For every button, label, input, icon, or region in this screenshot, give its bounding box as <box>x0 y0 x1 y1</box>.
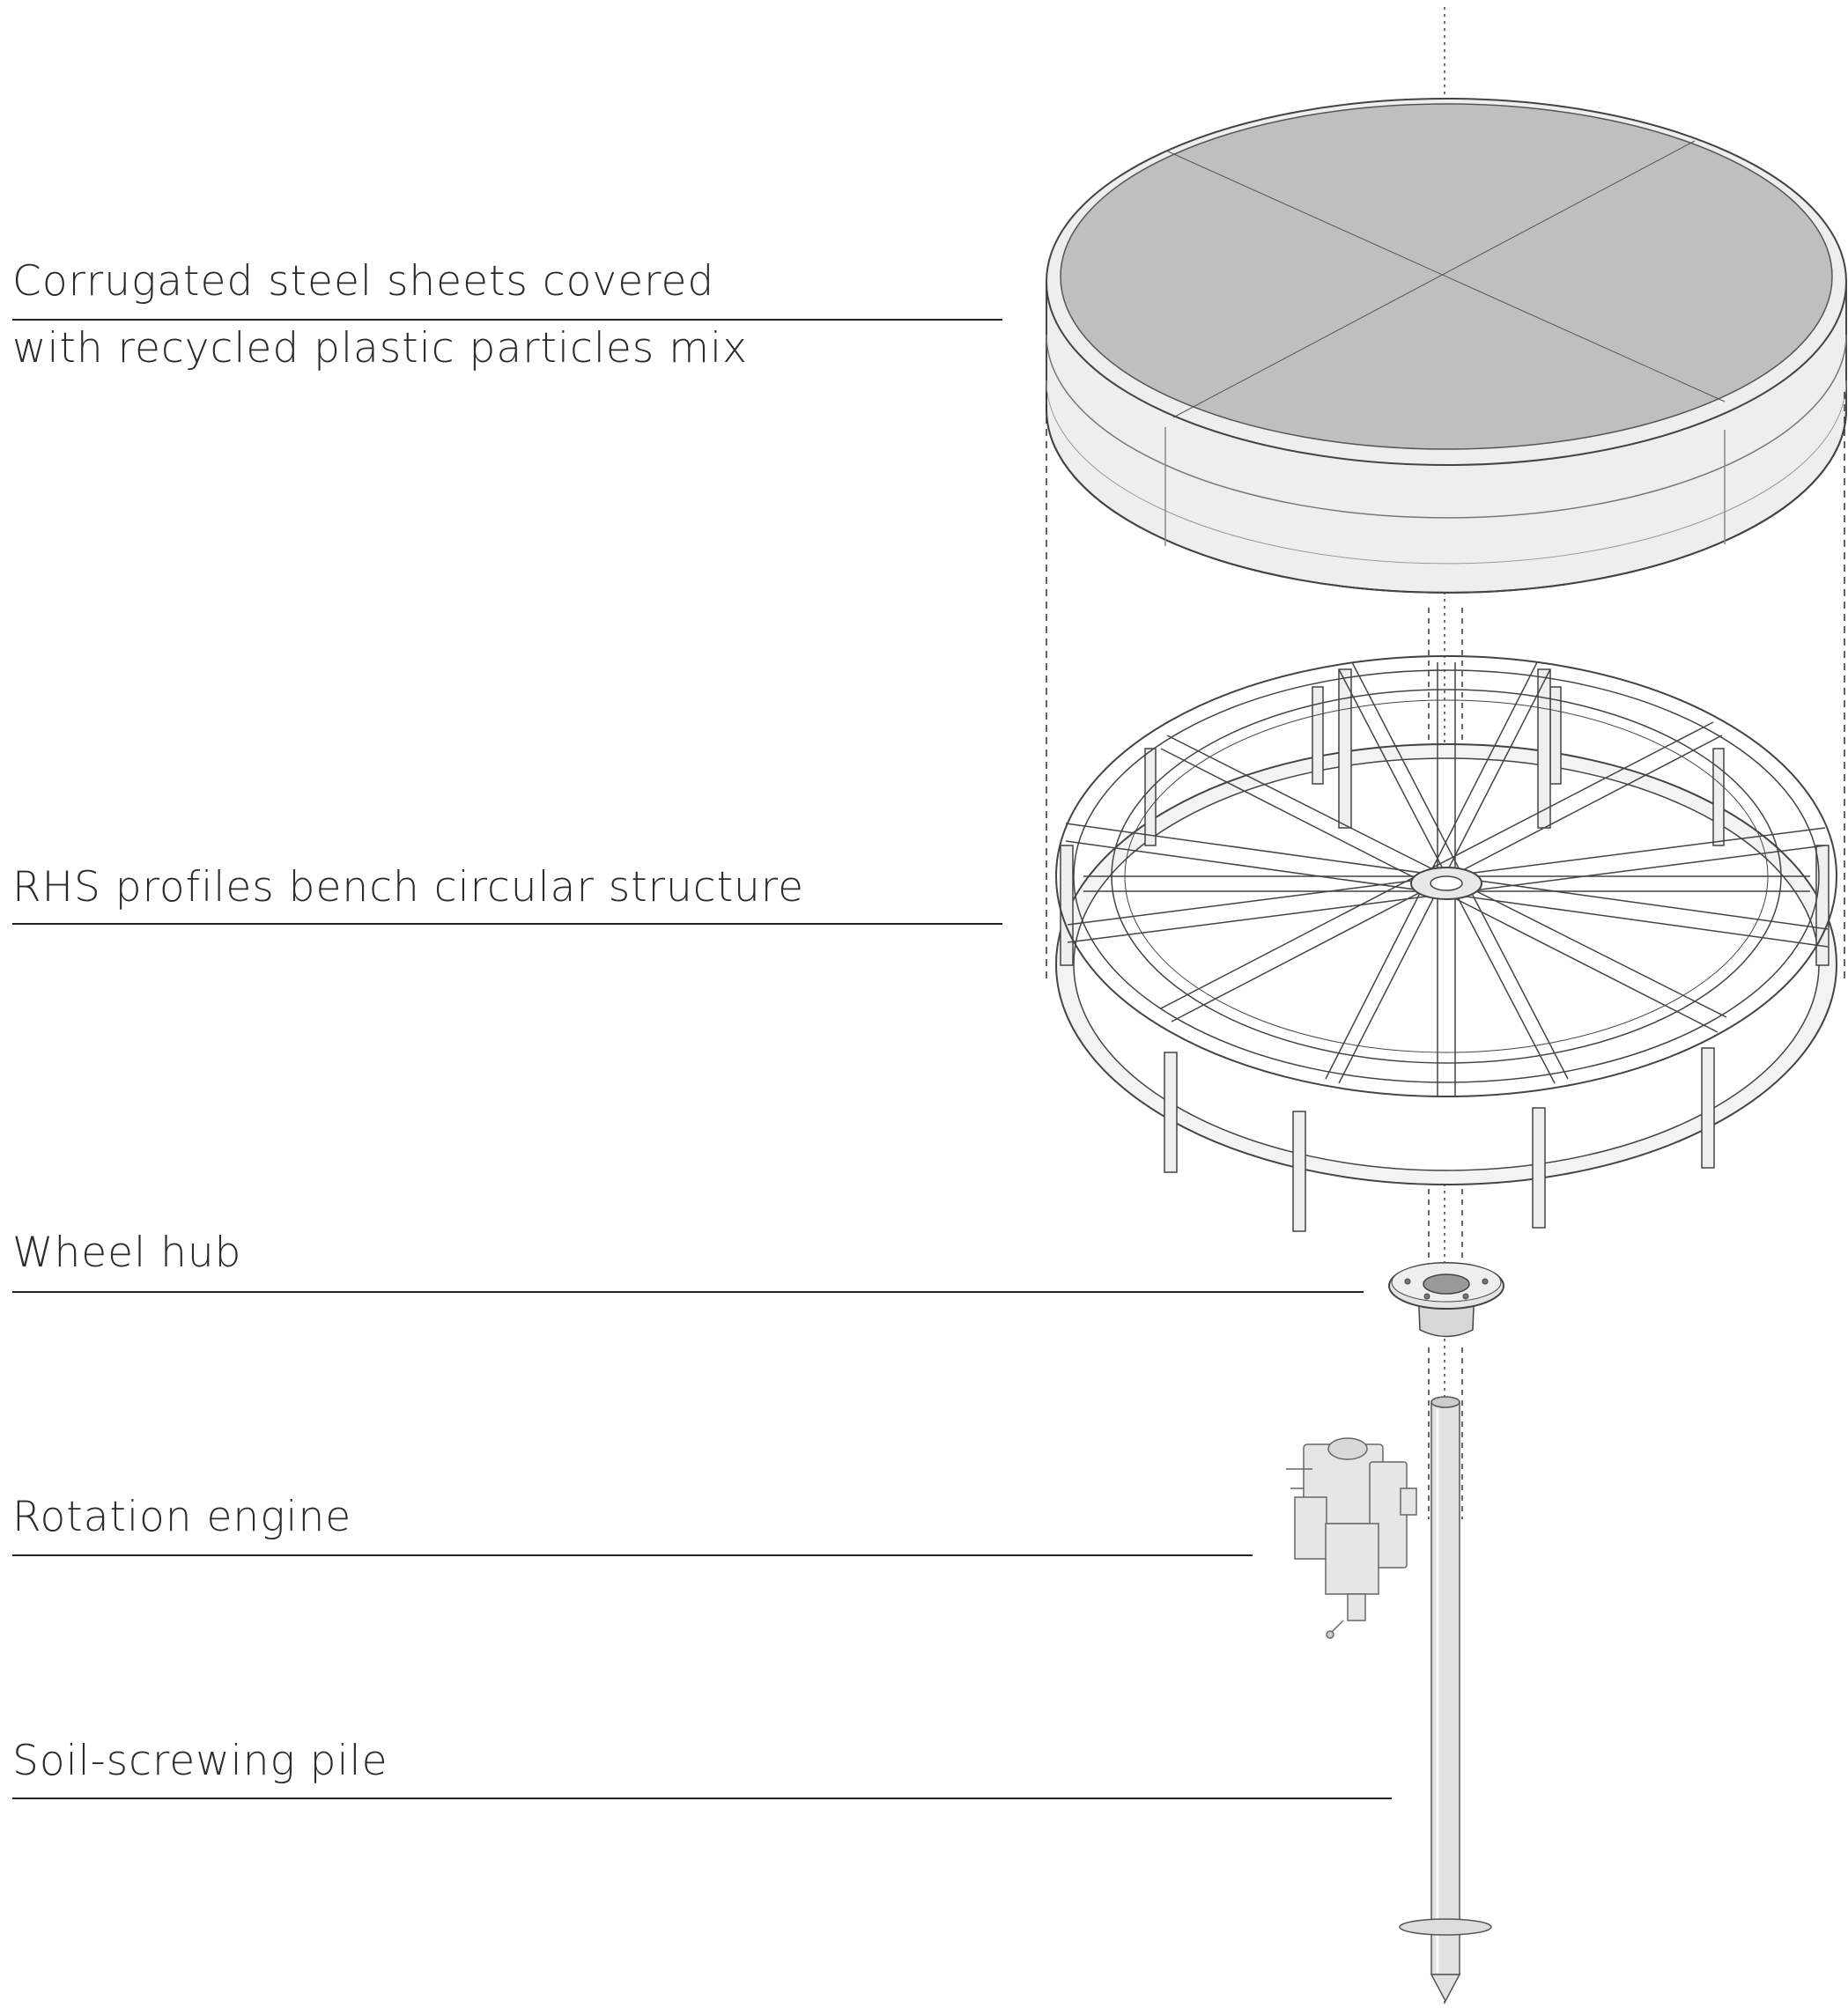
rotation-engine <box>1286 1437 1417 1639</box>
leader-top-layer <box>12 319 1002 321</box>
soil-screw-pile <box>1399 1347 1492 2003</box>
label-hub: Wheel hub <box>12 1229 242 1277</box>
leader-pile <box>12 1798 1392 1799</box>
wheel-hub <box>1388 1262 1504 1338</box>
label-pile: Soil-screwing pile <box>12 1737 388 1785</box>
rhs-frame <box>1055 655 1837 1232</box>
top-disc <box>1046 98 1847 594</box>
leader-engine <box>12 1554 1253 1556</box>
label-top-layer-line-1: Corrugated steel sheets covered <box>12 257 715 306</box>
label-frame: RHS profiles bench circular structure <box>12 863 804 912</box>
label-top-layer-line-2: with recycled plastic particles mix <box>12 324 748 373</box>
leader-hub <box>12 1291 1364 1293</box>
label-engine: Rotation engine <box>12 1493 352 1541</box>
leader-frame <box>12 923 1002 925</box>
